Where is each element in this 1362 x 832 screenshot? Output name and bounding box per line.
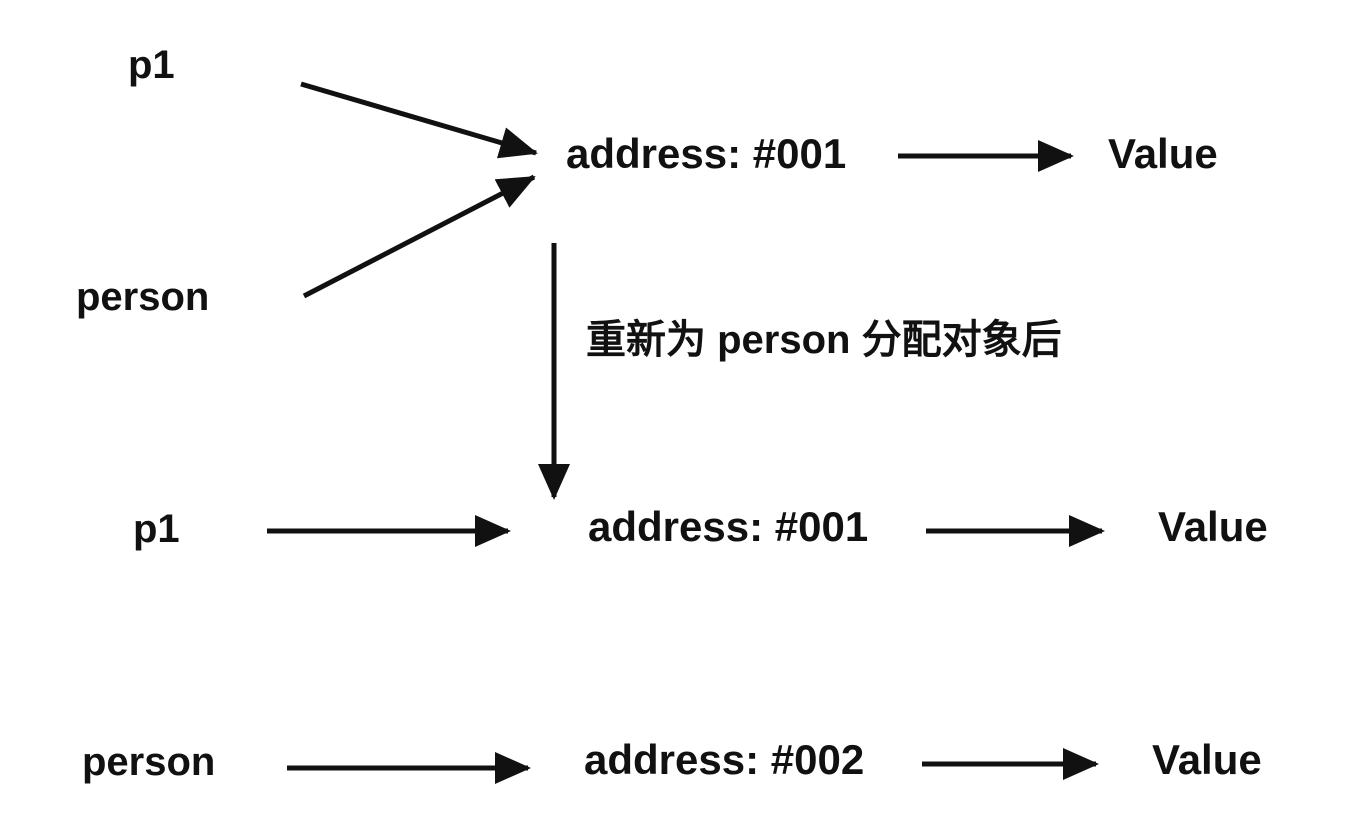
pointer-person-before: person xyxy=(76,275,210,319)
pointer-person-after: person xyxy=(82,740,216,784)
value-cell-after-p1: Value xyxy=(1158,503,1268,550)
pointer-p1-after: p1 xyxy=(133,507,180,551)
memory-cell-after-p1: address: #001 xyxy=(588,503,869,550)
memory-cell-after-person: address: #002 xyxy=(584,736,865,783)
pointer-p1-before: p1 xyxy=(128,43,175,87)
arrow-diagonal-up-right-icon xyxy=(302,174,536,299)
arrow-diagonal-down-right-icon xyxy=(300,81,538,159)
value-cell-before: Value xyxy=(1108,130,1218,177)
value-cell-after-person: Value xyxy=(1152,736,1262,783)
transition-note: 重新为 person 分配对象后 xyxy=(586,318,1062,362)
memory-cell-before: address: #001 xyxy=(566,130,847,177)
